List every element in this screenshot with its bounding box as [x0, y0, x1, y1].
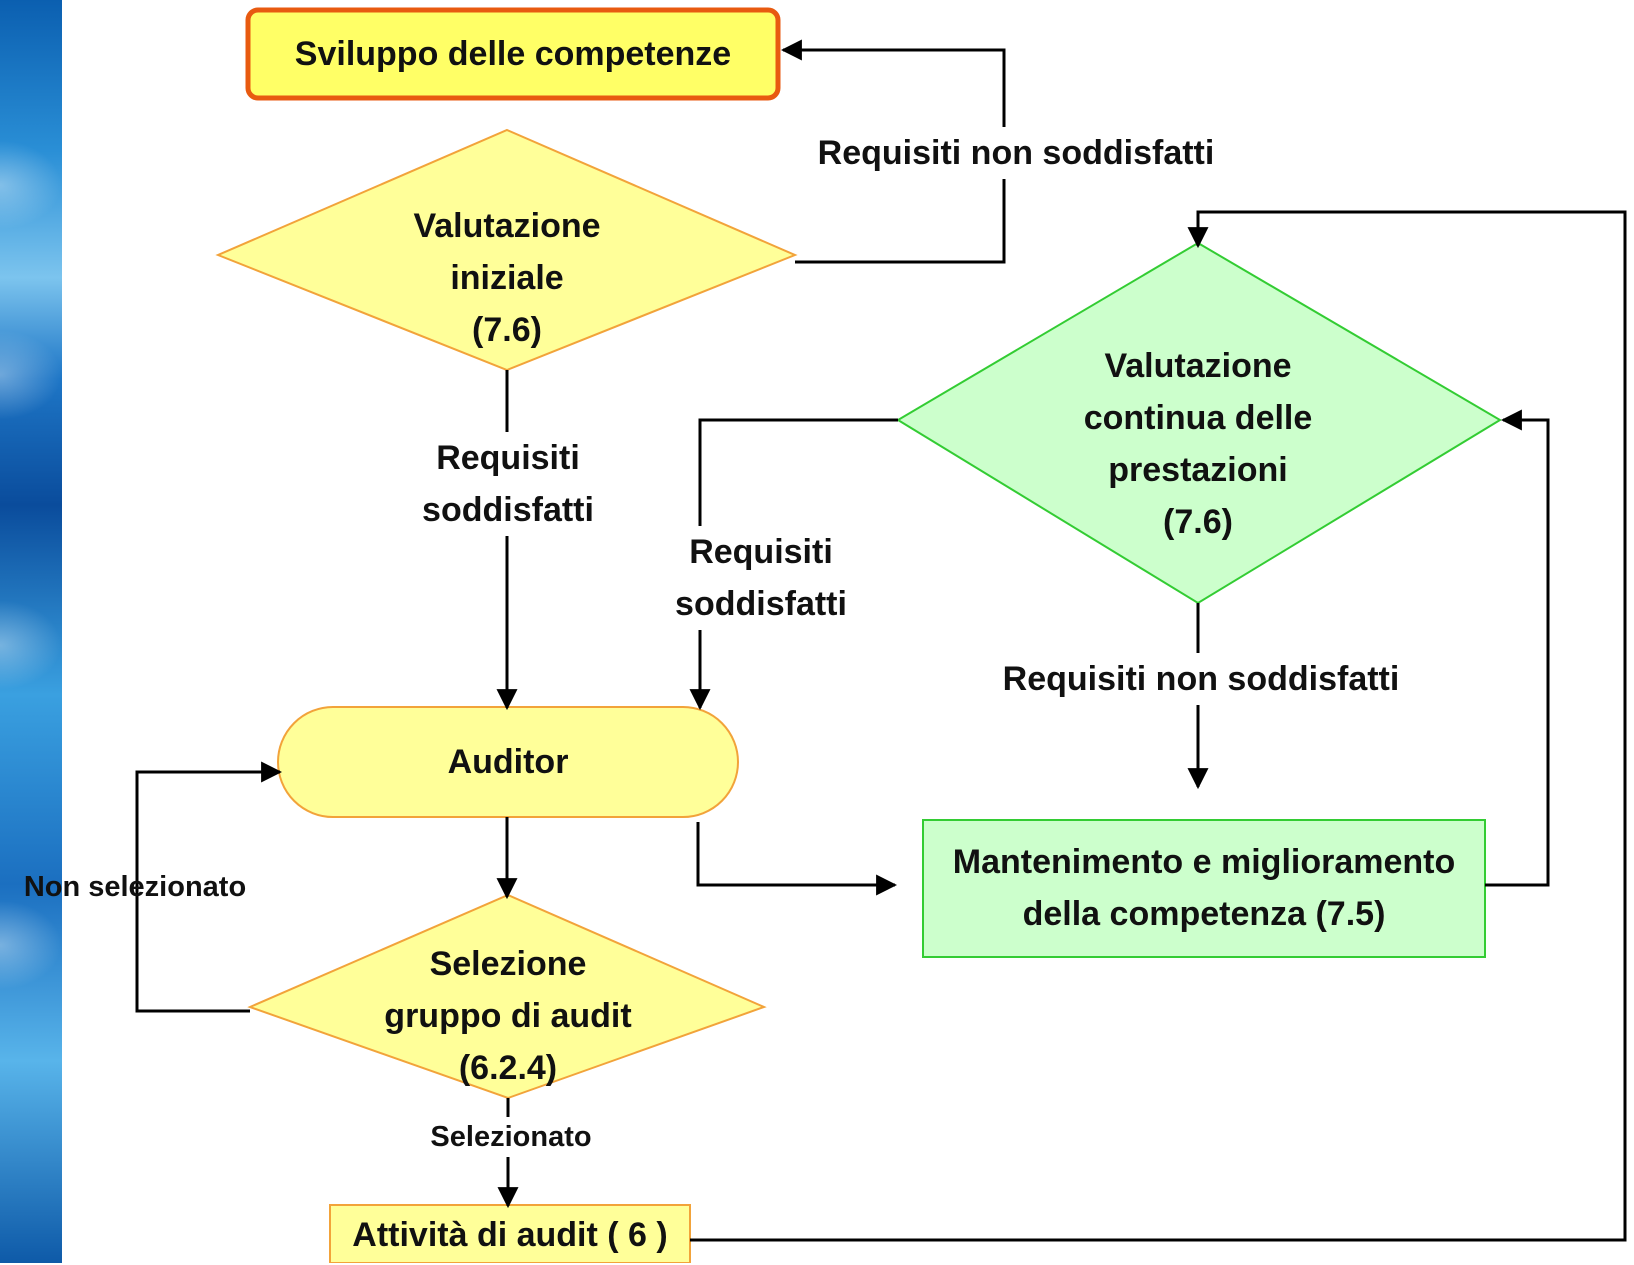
- edge-label-requisiti-soddisfatti-mid: Requisiti soddisfatti: [645, 526, 877, 630]
- node-valutazione-iniziale-label: Valutazione iniziale (7.6): [357, 200, 657, 356]
- edge-mantenimento-to-val-continua: [1485, 409, 1550, 887]
- edge-label-requisiti-non-soddisfatti-right: Requisiti non soddisfatti: [985, 653, 1417, 705]
- edge-label-requisiti-soddisfatti-left: Requisiti soddisfatti: [392, 432, 624, 536]
- node-selezione-label: Selezione gruppo di audit (6.2.4): [358, 938, 658, 1094]
- node-sviluppo-label: Sviluppo delle competenze: [294, 35, 732, 73]
- label-line: Requisiti: [436, 439, 580, 477]
- mantenimento-box: [922, 819, 1486, 958]
- label-line: della competenza (7.5): [1022, 895, 1386, 933]
- label-line: Requisiti: [689, 533, 833, 571]
- edge-attivita-to-val-continua: [690, 210, 1627, 1242]
- decorative-side-band: [0, 0, 62, 1263]
- label-line: (7.6): [472, 311, 542, 349]
- band-highlight: [0, 140, 62, 230]
- sviluppo-box: [245, 7, 781, 101]
- edge-label-selezionato: Selezionato: [410, 1117, 612, 1157]
- band-highlight: [0, 900, 62, 990]
- label-line: soddisfatti: [422, 491, 594, 529]
- label-line: Mantenimento e miglioramento: [952, 843, 1456, 881]
- node-auditor-label: Auditor: [447, 743, 569, 781]
- label-line: gruppo di audit: [384, 997, 632, 1035]
- band-highlight: [0, 330, 62, 420]
- edge-label-requisiti-non-soddisfatti-top: Requisiti non soddisfatti: [810, 127, 1222, 179]
- label-line: continua delle: [1083, 399, 1313, 437]
- node-attivita-label: Attività di audit ( 6 ): [352, 1216, 668, 1254]
- label-line: Selezione: [429, 945, 587, 983]
- label-line: (6.2.4): [458, 1049, 558, 1087]
- edge-selezione-to-auditor: [135, 761, 283, 1013]
- label-line: (7.6): [1163, 503, 1233, 541]
- node-mantenimento-label: Mantenimento e miglioramento della compe…: [923, 836, 1485, 940]
- label-line: Valutazione: [413, 207, 601, 245]
- edge-auditor-to-mantenimento: [696, 822, 898, 896]
- band-highlight: [0, 600, 62, 690]
- node-valutazione-continua-label: Valutazione continua delle prestazioni (…: [1048, 340, 1348, 548]
- label-line: soddisfatti: [675, 585, 847, 623]
- label-line: iniziale: [450, 259, 564, 297]
- label-line: Valutazione: [1104, 347, 1292, 385]
- edge-label-non-selezionato: Non selezionato: [23, 871, 247, 903]
- label-line: prestazioni: [1108, 451, 1288, 489]
